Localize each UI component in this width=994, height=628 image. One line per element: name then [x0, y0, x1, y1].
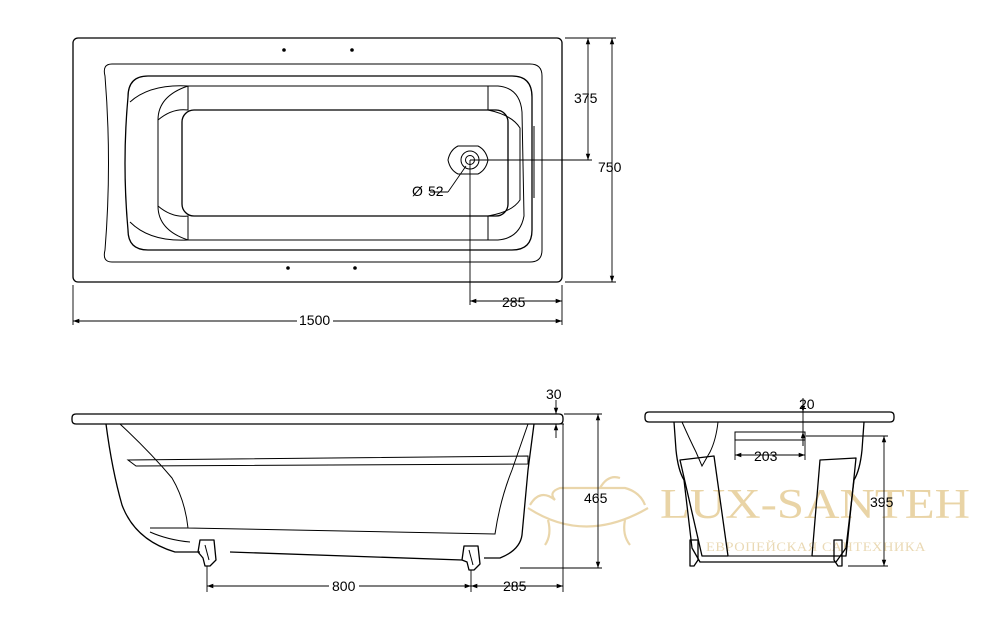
- dim-label-465: 465: [584, 490, 608, 506]
- end-foot-right: [833, 539, 843, 567]
- plan-backrest-top: [157, 86, 189, 121]
- bathtub-logo-icon: [527, 476, 649, 546]
- plan-basin-floor: [181, 109, 509, 217]
- side-body-inner: [119, 423, 529, 535]
- dim-label-1500: 1500: [299, 312, 330, 328]
- drain-leader: [447, 165, 467, 193]
- plan-mount-hole: [353, 266, 357, 270]
- dim-label-285-plan: 285: [502, 294, 526, 310]
- side-rim: [71, 413, 564, 425]
- watermark-tagline: ЕВРОПЕЙСКАЯ САНТЕХНИКА: [706, 539, 926, 554]
- dim-label-375: 375: [574, 90, 598, 106]
- plan-rim-inner-edge: [103, 63, 543, 263]
- end-view: [644, 411, 895, 567]
- end-rim: [644, 411, 895, 423]
- dim-label-30: 30: [546, 386, 562, 402]
- end-base-line: [728, 555, 812, 563]
- dim-label-drain-diameter: 52: [428, 183, 444, 199]
- plan-seat-curve-left: [157, 85, 189, 241]
- plan-mount-hole: [350, 48, 354, 52]
- plan-foot-curve: [487, 86, 521, 240]
- end-body-inner: [681, 421, 719, 468]
- plan-mount-hole: [282, 48, 286, 52]
- side-body-outer: [105, 423, 535, 561]
- side-shelf: [126, 455, 529, 467]
- dim-label-395: 395: [870, 494, 894, 510]
- dim-label-203: 203: [754, 448, 778, 464]
- side-view: [71, 413, 564, 571]
- dim-label-20: 20: [799, 396, 815, 412]
- side-base-line: [149, 527, 191, 543]
- side-dimensions: 30 465 800 285: [206, 386, 608, 594]
- dim-label-800: 800: [332, 578, 356, 594]
- plan-basin-outline: [124, 75, 533, 251]
- plan-backrest-outline: [129, 85, 525, 241]
- plan-mount-hole: [286, 266, 290, 270]
- end-foot-left: [689, 539, 699, 567]
- dim-label-750: 750: [598, 159, 622, 175]
- end-support-right: [811, 457, 857, 557]
- plan-view: [72, 37, 563, 283]
- plan-backrest-bottom: [157, 205, 189, 240]
- side-foot-right: [461, 545, 481, 571]
- end-dimensions: 20 203 395: [734, 396, 894, 567]
- drain-diameter-symbol: Ø: [412, 183, 423, 199]
- side-foot-left: [197, 539, 217, 567]
- dim-label-285-side: 285: [503, 578, 527, 594]
- end-overflow-box: [734, 431, 806, 441]
- plan-dimensions: 375 750 1500 285 Ø 52: [72, 37, 622, 328]
- watermark: LUX-SANTEH ЕВРОПЕЙСКАЯ САНТЕХНИКА: [527, 476, 970, 554]
